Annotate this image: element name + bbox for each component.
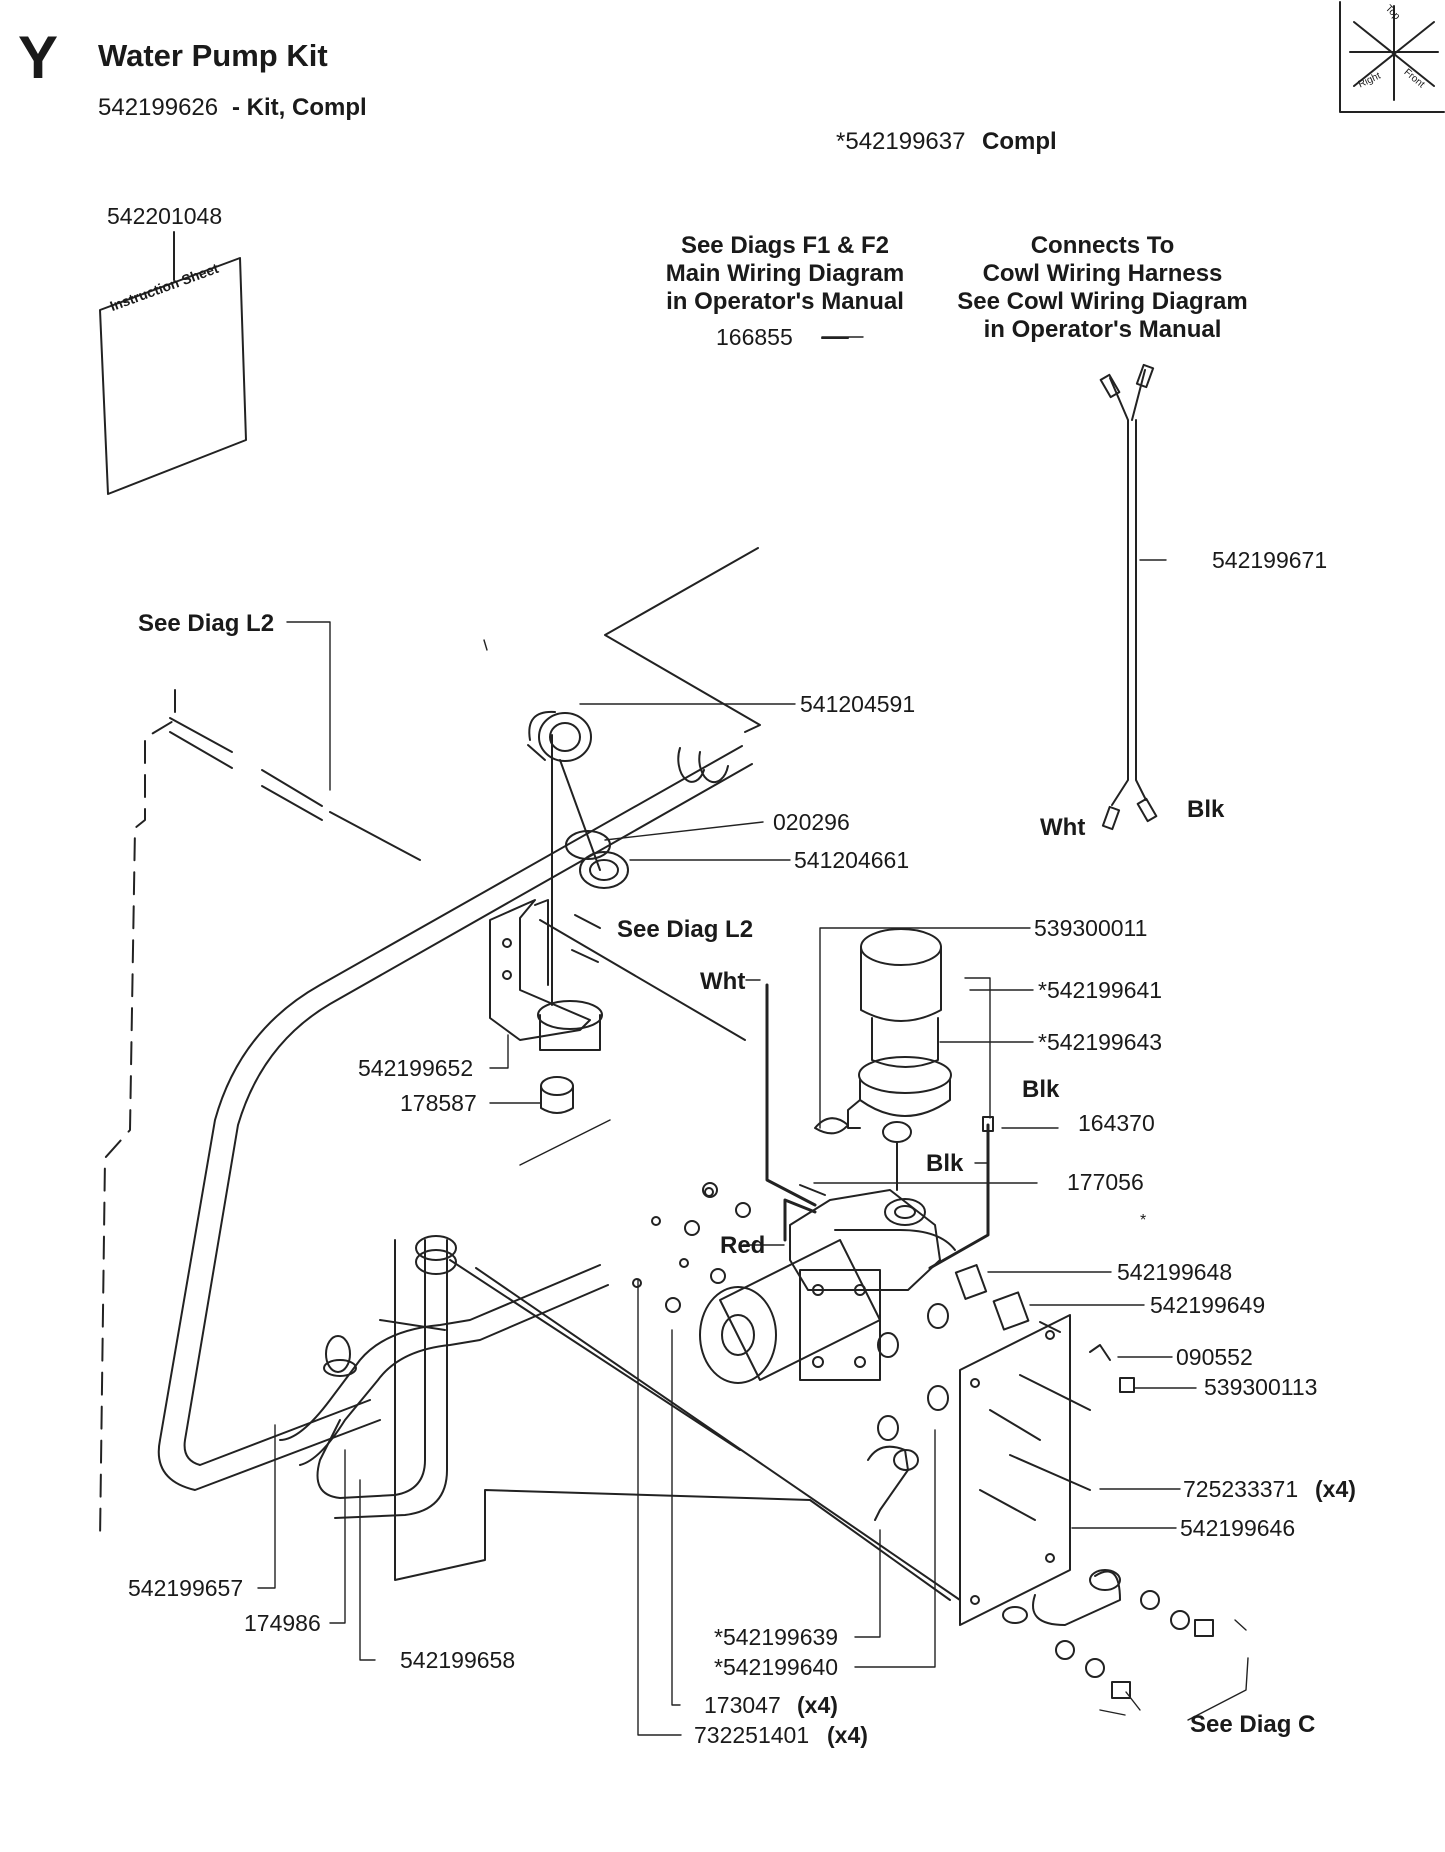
mount-plate-drawing [959,1314,1091,1626]
asterisk-mark: * [1140,1212,1147,1229]
hardware-drawing [632,1182,919,1521]
bracket-drawing [489,899,603,1114]
pump-motor-drawing [699,1189,956,1441]
compl-description: Compl [982,128,1057,155]
cowl-note-line-4: in Operator's Manual [983,316,1222,343]
part-542199649: 542199649 [1150,1292,1266,1318]
orientation-box [1339,1,1445,113]
part-542199648: 542199648 [1117,1259,1233,1285]
coolant-hose-drawing [157,745,753,1519]
qty-725233371: (x4) [1315,1476,1356,1502]
arrow-marks [483,639,488,651]
part-542199658: 542199658 [400,1647,516,1673]
kit-number: 542199626 [98,94,219,121]
part-732251401: 732251401 [694,1722,810,1748]
page-title: Water Pump Kit [98,38,328,73]
qty-732251401: (x4) [827,1722,868,1748]
wiring-note: See Diags F1 & F2 Main Wiring Diagram in… [655,232,915,316]
part-173047: 173047 [704,1692,781,1718]
wire-label-red: Red [720,1232,766,1259]
part-174986: 174986 [244,1610,321,1636]
connectors-drawing [954,1264,1135,1393]
part-090552: 090552 [1176,1344,1253,1370]
wire-label-blk-top: Blk [1022,1076,1060,1103]
elbow-fitting-drawing [527,710,629,1006]
part-539300011: 539300011 [1034,915,1148,941]
instruction-sheet-drawing [99,231,247,495]
wire-label-wht-pump: Wht [700,968,746,995]
cowl-harness-note: Connects To Cowl Wiring Harness See Cowl… [945,232,1260,344]
cowl-note-line-1: Connects To [1030,232,1175,259]
part-541204591: 541204591 [800,691,916,717]
wire-label-blk-harness: Blk [1187,796,1225,823]
filter-assembly-drawing [814,928,952,1191]
qty-173047: (x4) [797,1692,838,1718]
clamps-drawing [1002,1569,1214,1699]
wire-label-wht-harness: Wht [1040,814,1086,841]
part-542199646: 542199646 [1180,1515,1296,1541]
wire-harness-drawing [821,337,1158,831]
wiring-note-line-2: Main Wiring Diagram [665,260,905,287]
part-166855: 166855 [716,324,793,350]
part-542199643: *542199643 [1038,1029,1163,1055]
part-542199671: 542199671 [1212,547,1328,573]
pump-wires-drawing [765,983,994,1270]
see-diag-l2-mid: See Diag L2 [617,916,754,943]
see-diag-c: See Diag C [1190,1711,1316,1738]
cowl-note-line-3: See Cowl Wiring Diagram [957,288,1248,315]
part-542199640: *542199640 [714,1654,839,1680]
part-020296: 020296 [773,809,850,835]
part-542199641: *542199641 [1038,977,1163,1003]
part-541204661: 541204661 [794,847,910,873]
part-539300113: 539300113 [1204,1374,1318,1400]
part-542199652: 542199652 [358,1055,474,1081]
cowl-note-line-2: Cowl Wiring Harness [982,260,1223,287]
frame-reference-lines [99,547,961,1601]
see-diag-l2-left: See Diag L2 [138,610,275,637]
part-542199639: *542199639 [714,1624,839,1650]
part-177056: 177056 [1067,1169,1144,1195]
wiring-note-line-1: See Diags F1 & F2 [680,232,890,259]
leader-lines [257,336,1249,1736]
part-164370: 164370 [1078,1110,1155,1136]
part-178587: 178587 [400,1090,477,1116]
wiring-note-line-3: in Operator's Manual [666,288,904,315]
part-542199657: 542199657 [128,1575,244,1601]
part-725233371: 725233371 [1183,1476,1299,1502]
section-letter: Y [18,24,59,91]
compl-number: *542199637 [836,128,966,155]
wire-label-blk-mid: Blk [926,1150,964,1177]
kit-description: - Kit, Compl [232,94,367,121]
part-542201048: 542201048 [107,203,223,229]
